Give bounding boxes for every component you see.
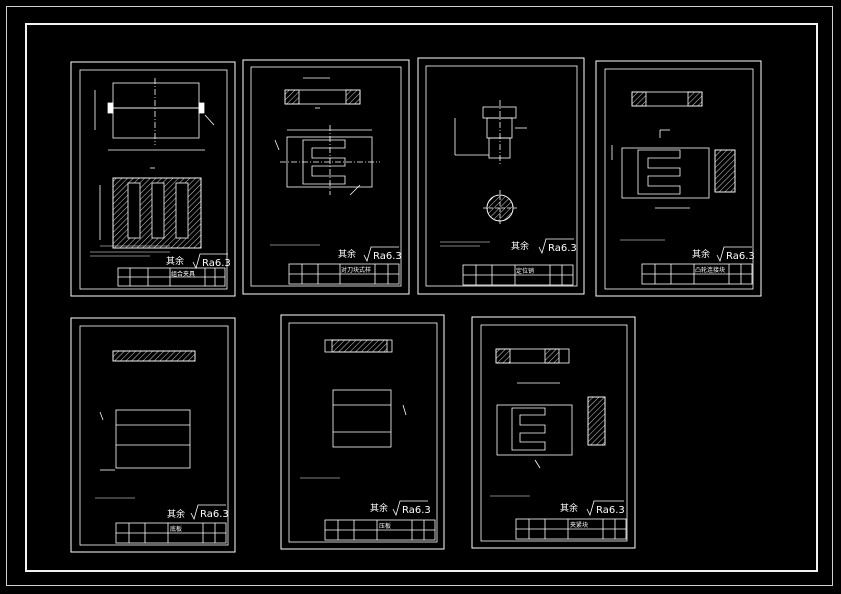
sheet-2 xyxy=(242,59,410,295)
sheet-7 xyxy=(471,316,636,549)
sheet-3 xyxy=(417,57,585,295)
sheet-1 xyxy=(70,61,236,297)
outer-frame xyxy=(6,6,833,586)
roughness-label: Ra6.3 xyxy=(726,251,755,262)
remark-text: 其余 xyxy=(167,508,185,520)
title-block-name: 组合夹具 xyxy=(171,270,195,278)
remark-text: 其余 xyxy=(370,502,388,514)
roughness-label: Ra6.3 xyxy=(548,243,577,254)
remark-text: 其余 xyxy=(338,248,356,260)
title-block-name: 对刀块式样 xyxy=(341,266,371,274)
inner-frame xyxy=(25,23,818,572)
title-block-name: 定位销 xyxy=(516,267,534,275)
title-block-name: 夹紧块 xyxy=(570,521,588,529)
roughness-label: Ra6.3 xyxy=(202,258,231,269)
roughness-label: Ra6.3 xyxy=(373,251,402,262)
sheet-6 xyxy=(280,314,445,550)
remark-text: 其余 xyxy=(166,255,184,267)
title-block-name: 底板 xyxy=(170,525,182,533)
remark-text: 其余 xyxy=(692,248,710,260)
remark-text: 其余 xyxy=(560,502,578,514)
title-block-name: 压板 xyxy=(379,522,391,530)
remark-text: 其余 xyxy=(511,240,529,252)
sheet-5 xyxy=(70,317,236,553)
roughness-label: Ra6.3 xyxy=(596,505,625,516)
section-view xyxy=(112,177,202,249)
roughness-label: Ra6.3 xyxy=(200,509,229,520)
title-block-name: 凸轮连接块 xyxy=(695,266,725,274)
roughness-symbols xyxy=(190,238,752,521)
roughness-label: Ra6.3 xyxy=(402,505,431,516)
sheet-4 xyxy=(595,60,762,297)
sheet-texts: 其余 Ra6.3 组合夹具 其余 Ra6.3 对刀块式样 其余 Ra6.3 定位… xyxy=(166,240,755,533)
